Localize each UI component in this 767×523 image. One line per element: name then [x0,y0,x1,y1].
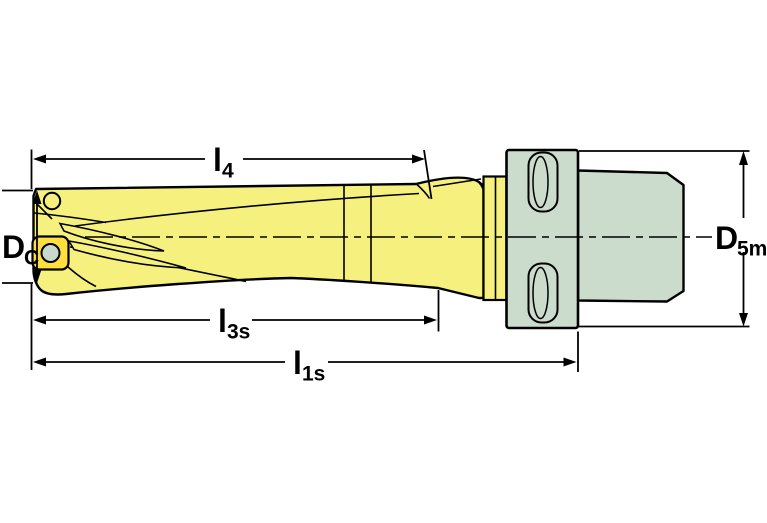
neck-swoosh-start [416,183,431,199]
label-l3s: l [218,303,227,339]
label-dc: D [2,229,25,265]
l4-arrowhead-right [412,154,425,164]
l3s-arrowhead-right [424,315,437,325]
flange-drive-slot-top-inner [532,155,549,209]
label-l1s: l [293,345,302,381]
l1s-arrowhead-left [33,357,46,367]
upper-flute-line [74,192,420,227]
neck-cone-top-line [432,178,482,188]
dimension-l3s [30,284,440,370]
flange-drive-slot-bottom-inner [532,266,549,320]
shank [576,169,685,303]
label-l4-subscript: 4 [222,160,234,183]
drill-body [31,175,508,302]
l4-arrowhead-left [33,154,46,164]
label-d5m-subscript: 5m [737,238,767,261]
dimension-dc [2,189,42,284]
dc-arrowhead-down [32,269,42,283]
label-d5m: D [715,220,738,256]
mounting-flange [505,148,580,330]
l4-extension-right [423,149,433,200]
coolant-hole [42,191,62,211]
shank-assembly [505,148,685,330]
l1s-arrowhead-right [563,357,577,367]
l3s-arrowhead-left [33,315,46,325]
flute-wedge-lower [67,239,187,269]
label-l1s-subscript: 1s [302,363,325,386]
dimension-l4 [30,149,433,200]
d5m-arrowhead-up [739,151,748,165]
label-l4: l [213,142,222,178]
label-l3s-subscript: 3s [227,321,250,344]
d5m-arrowhead-down [739,313,748,327]
flange-drive-slot-bottom [527,262,559,324]
dc-arrowhead-up [32,190,42,204]
flute-lines [34,178,492,297]
insert-screw-hole [40,243,61,263]
insert-pocket-line [67,266,97,288]
point-shoulder-line [34,212,107,224]
point-facet-line [35,202,53,220]
dimension-d5m [579,150,750,328]
flange-drive-slot-top [527,151,559,213]
label-dc-subscript: C [24,247,39,270]
dimension-l1s [33,331,579,372]
